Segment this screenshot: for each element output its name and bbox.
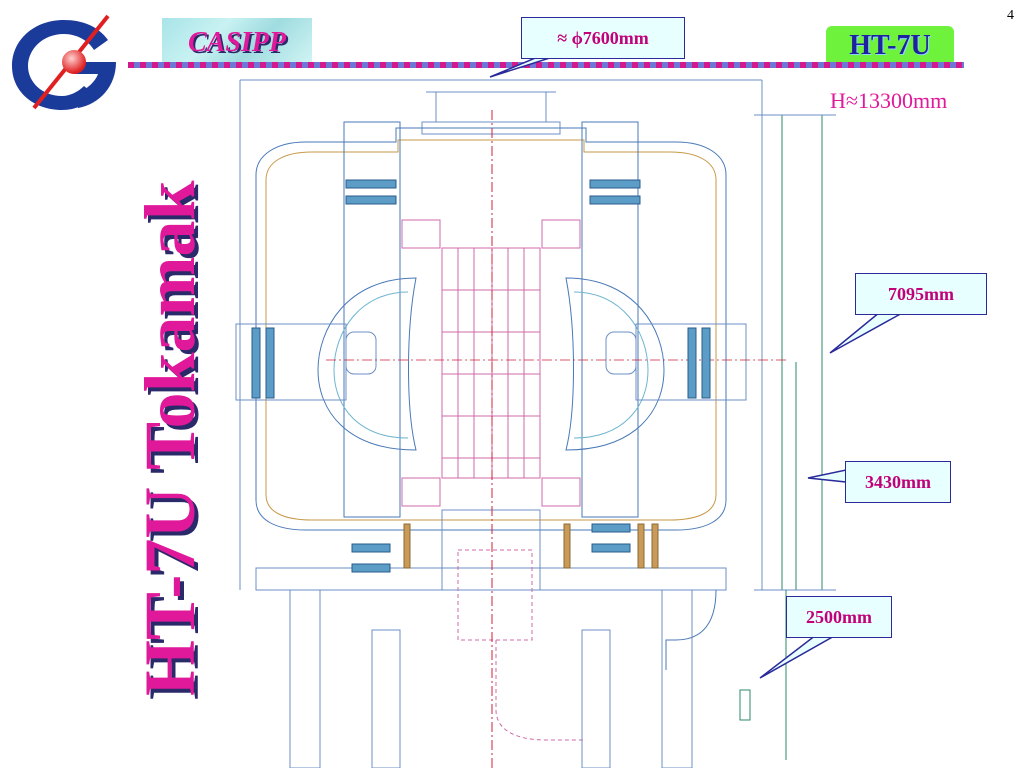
dimension-2500-callout: 2500mm xyxy=(786,596,892,638)
tokamak-drawing xyxy=(235,79,836,768)
vertical-title: HT-7U Tokamak HT-7U Tokamak xyxy=(134,180,208,700)
header-divider xyxy=(128,62,964,68)
vertical-title-shadow: HT-7U Tokamak xyxy=(134,184,208,700)
dimension-7095-callout: 7095mm xyxy=(855,273,987,315)
org-badge: CASIPP xyxy=(162,18,312,68)
diameter-callout: ≈ ϕ7600mm xyxy=(521,17,685,59)
height-dimension-label: H≈13300mm xyxy=(830,88,948,113)
vertical-title-text: HT-7U Tokamak xyxy=(134,180,208,696)
device-label: HT-7U xyxy=(849,30,931,61)
device-badge: HT-7U xyxy=(826,26,954,66)
institute-logo-icon xyxy=(12,14,116,110)
org-label: CASIPP xyxy=(187,27,287,58)
page-number: 4 xyxy=(1007,8,1014,23)
dimension-3430-callout: 3430mm xyxy=(845,461,951,503)
